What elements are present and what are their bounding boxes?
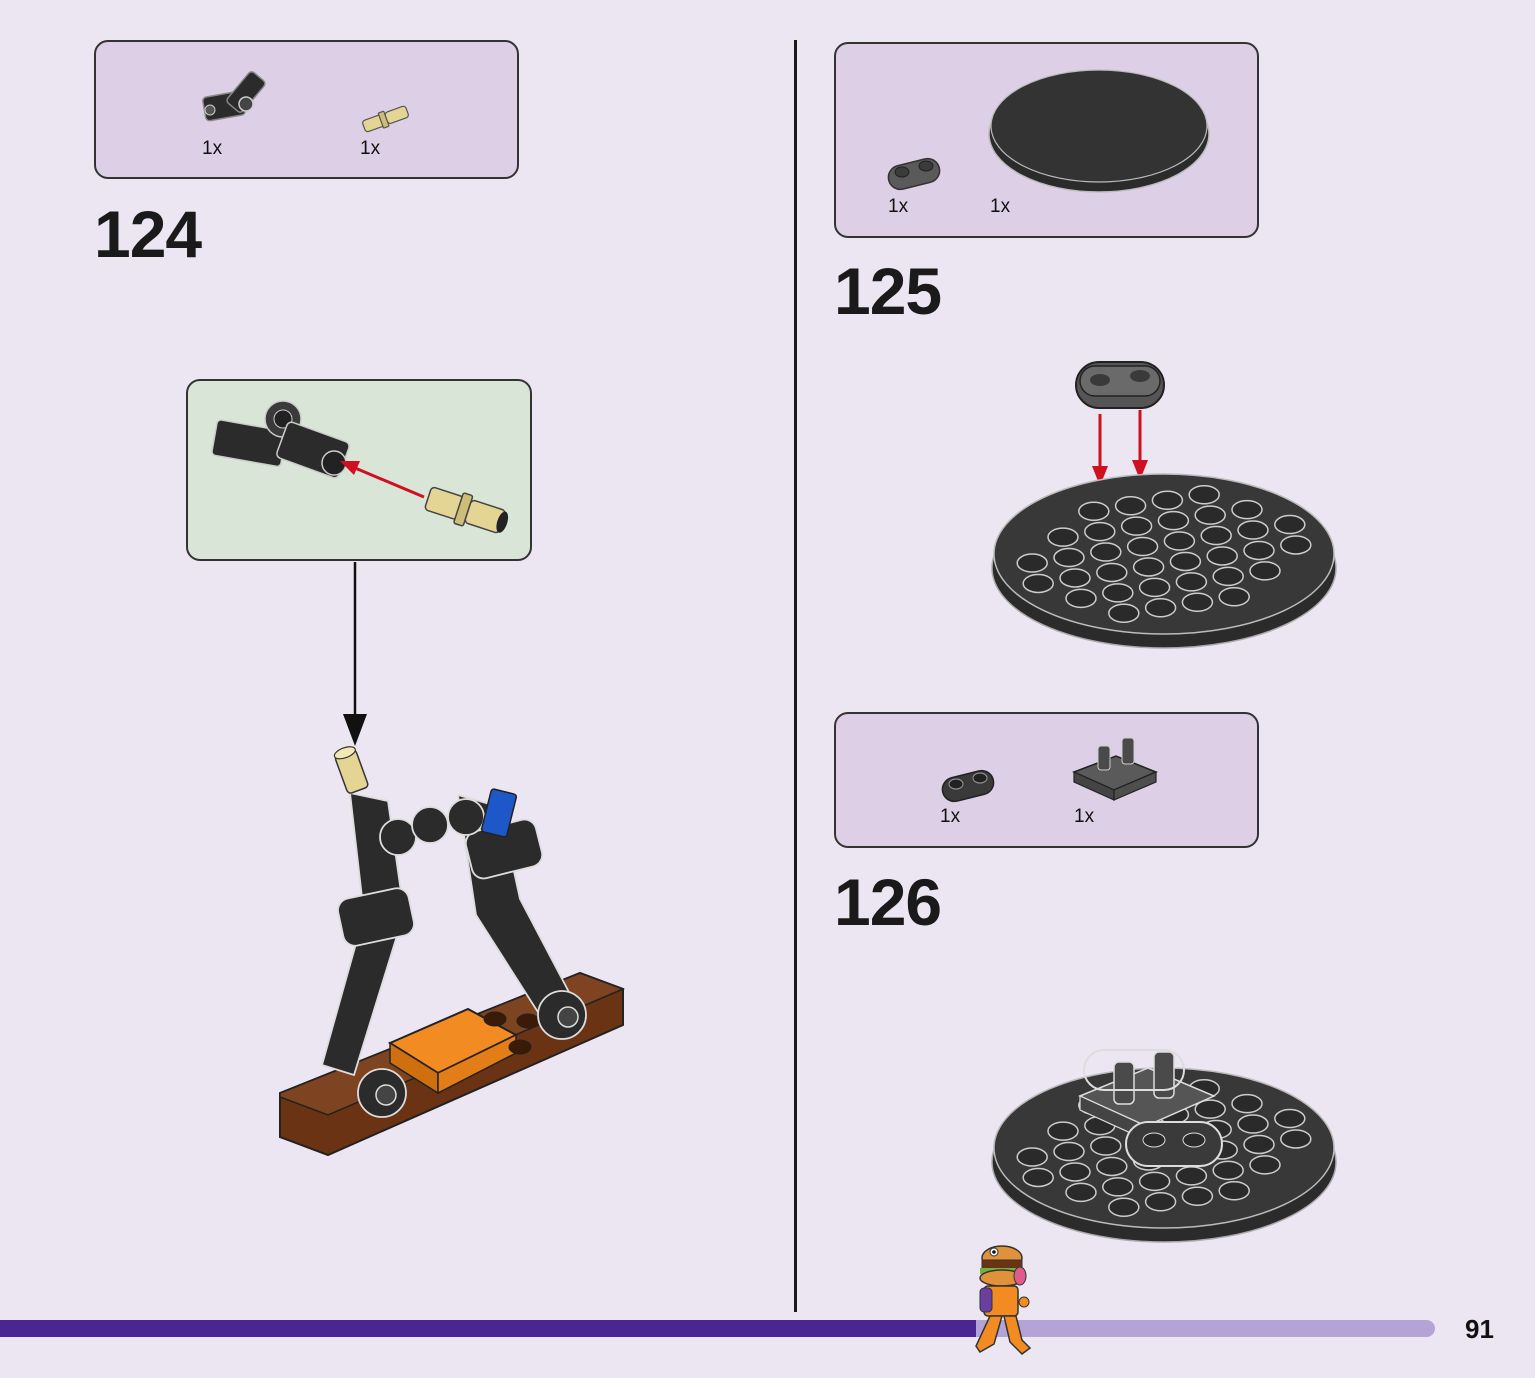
plate-stud	[1053, 1141, 1085, 1162]
plate-stud	[1274, 1108, 1306, 1129]
plate-stud	[1151, 490, 1184, 510]
parts-box-step-126: 1x 1x	[834, 712, 1259, 848]
plate-stud	[1114, 496, 1147, 516]
plate-stud	[1181, 592, 1214, 612]
plate-stud	[1274, 514, 1306, 535]
plate-stud	[1243, 1134, 1275, 1155]
stand-assembly-illustration	[279, 746, 626, 1157]
plate-stud	[1065, 588, 1097, 609]
plate-stud	[1212, 1160, 1244, 1181]
plate-1x2-rounded-icon	[941, 769, 995, 803]
plate-stud	[1096, 562, 1128, 583]
plate-stud	[1120, 516, 1153, 536]
callout-pointer-arrow	[343, 562, 367, 746]
plate-stud	[1280, 535, 1312, 555]
plate-stud	[1181, 1186, 1214, 1206]
axle-connector-angled-icon	[202, 71, 266, 122]
plate-stud	[1157, 510, 1190, 531]
plate-stud	[1175, 572, 1208, 592]
plate-stud	[1132, 557, 1165, 577]
plate-stud	[1047, 1121, 1079, 1141]
plate-stud	[1163, 531, 1196, 551]
plate-stud	[1022, 573, 1054, 594]
parts-box-step-125: 1x 1x	[834, 42, 1259, 238]
plate-stud	[1280, 1129, 1312, 1149]
part-quantity: 1x	[1074, 806, 1095, 827]
plate-stud	[1237, 1114, 1269, 1134]
plate-stud	[1102, 1177, 1134, 1197]
plate-stud	[1090, 1136, 1122, 1156]
plate-stud	[1016, 553, 1048, 573]
part-quantity: 1x	[940, 806, 961, 827]
oval-tile-assembly-illustration	[991, 361, 1337, 649]
plate-stud	[1218, 587, 1250, 607]
plate-stud	[1231, 1093, 1263, 1114]
plate-stud	[1022, 1167, 1054, 1188]
tan-pin-icon	[362, 105, 409, 133]
column-divider	[794, 40, 797, 1312]
clip-plate-icon	[1072, 737, 1158, 801]
plate-stud	[1169, 551, 1202, 572]
plate-stud	[1231, 499, 1263, 520]
plate-stud	[1096, 1156, 1128, 1177]
plate-stud	[1237, 520, 1269, 540]
plate-stud	[1249, 1155, 1281, 1175]
plate-stud	[1206, 546, 1238, 566]
plate-stud	[1078, 501, 1110, 521]
build-progress-fill	[0, 1320, 976, 1337]
plate-stud	[1218, 1181, 1250, 1201]
plate-stud	[1194, 505, 1226, 525]
build-progress-bar	[0, 1320, 1435, 1337]
oval-plate-final-illustration	[991, 1049, 1337, 1243]
oval-tile-icon	[988, 69, 1210, 193]
part-quantity: 1x	[360, 138, 381, 159]
plate-stud	[1249, 561, 1281, 581]
part-quantity: 1x	[888, 196, 909, 217]
plate-stud	[1188, 485, 1220, 505]
plate-stud	[1059, 1162, 1091, 1182]
parts-box-step-124: 1x 1x	[94, 40, 519, 179]
plate-stud	[1047, 527, 1079, 547]
plate-1x2-rounded-icon	[887, 157, 941, 191]
plate-stud	[1144, 598, 1177, 618]
plate-stud	[1108, 603, 1140, 623]
plate-stud	[1144, 1192, 1177, 1212]
plate-stud	[1065, 1182, 1097, 1203]
plate-stud	[1016, 1147, 1048, 1167]
callout-subassembly	[186, 379, 532, 561]
plate-stud	[1212, 566, 1244, 587]
plate-stud	[1194, 1099, 1226, 1119]
plate-stud	[1138, 577, 1171, 598]
plate-stud	[1102, 583, 1134, 603]
plate-stud	[1138, 1171, 1171, 1192]
plate-stud	[1175, 1166, 1208, 1186]
connector-with-pin-diagram	[211, 400, 509, 534]
plate-stud	[1059, 568, 1091, 588]
step-number: 125	[834, 254, 942, 328]
burger-minifigure-mascot-icon	[975, 1245, 1032, 1355]
plate-stud	[1090, 542, 1122, 562]
part-quantity: 1x	[990, 196, 1011, 217]
page-number: 91	[1465, 1314, 1494, 1344]
part-quantity: 1x	[202, 138, 223, 159]
step-number: 126	[834, 865, 942, 939]
plate-stud	[1126, 536, 1159, 557]
plate-stud	[1243, 540, 1275, 561]
step-number: 124	[94, 197, 202, 271]
plate-stud	[1084, 521, 1116, 542]
plate-stud	[1053, 547, 1085, 568]
plate-stud	[1200, 525, 1232, 546]
plate-stud	[1108, 1197, 1140, 1217]
